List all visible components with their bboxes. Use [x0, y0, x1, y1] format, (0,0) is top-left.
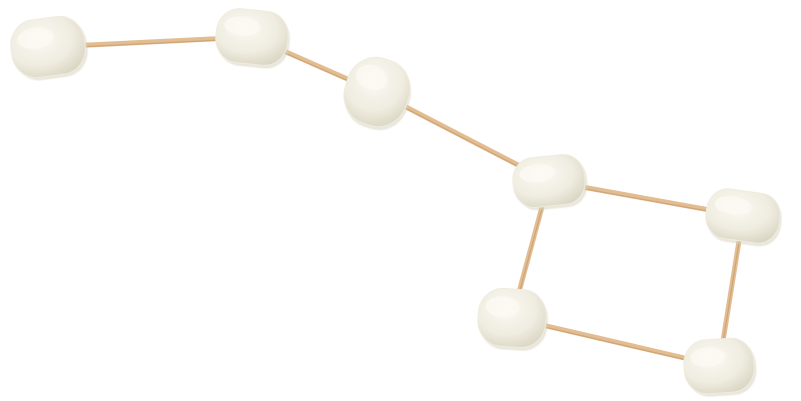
marshmallow-highlight — [519, 164, 556, 183]
marshmallow-3 — [343, 56, 412, 131]
marshmallow-body — [512, 153, 586, 209]
marshmallow-highlight — [224, 16, 261, 37]
marshmallow-highlight — [690, 347, 726, 367]
marshmallow-4 — [512, 153, 588, 211]
marshmallow-2 — [215, 8, 290, 69]
marshmallow-6 — [477, 287, 548, 351]
marshmallows — [10, 8, 782, 397]
marshmallow-body — [683, 337, 755, 395]
marshmallow-5 — [705, 188, 782, 247]
marshmallow-body — [343, 56, 411, 128]
marshmallow-highlight — [17, 27, 54, 49]
marshmallow-highlight — [355, 64, 388, 91]
marshmallow-7 — [683, 337, 757, 397]
marshmallow-highlight — [714, 196, 752, 215]
marshmallow-body — [215, 8, 289, 66]
marshmallow-1 — [10, 15, 88, 81]
marshmallow-highlight — [485, 296, 520, 318]
marshmallow-body — [477, 287, 547, 349]
